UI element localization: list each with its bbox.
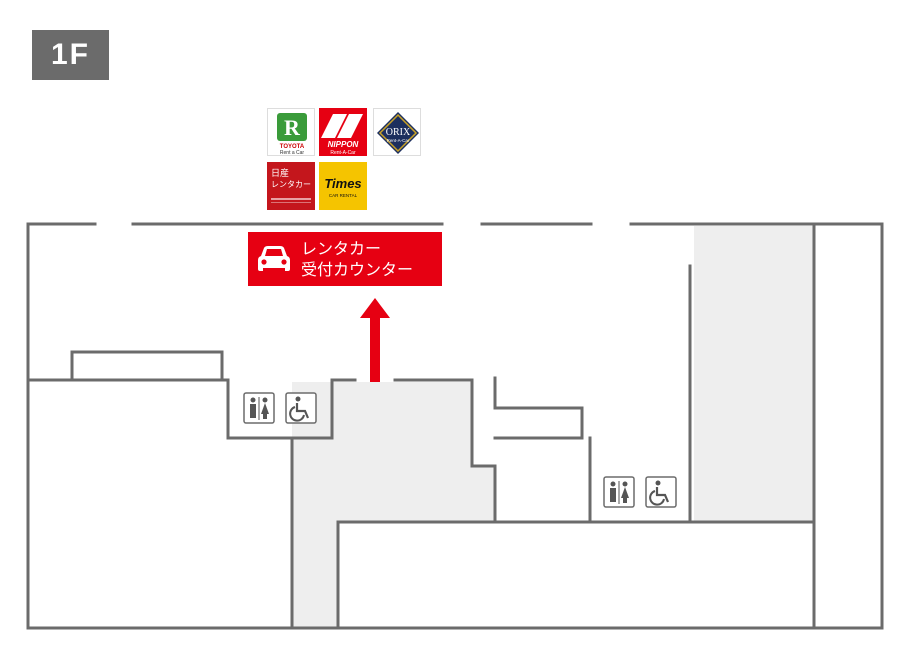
nissan-logo-line2: レンタカー bbox=[271, 180, 311, 189]
floor-badge: 1F bbox=[32, 30, 109, 80]
toyota-logo-line2: Rent a Car bbox=[280, 150, 305, 156]
times-logo-line2: CAR RENTAL bbox=[329, 193, 358, 198]
counter-sign-line1: レンタカー bbox=[301, 239, 382, 258]
car-icon bbox=[258, 246, 290, 271]
nippon-rent-a-car-logo: NIPPON Rent-A-Car bbox=[319, 108, 367, 156]
wall-shop-mid bbox=[493, 376, 584, 440]
wall-shop-small bbox=[70, 350, 224, 382]
times-car-rental-logo: Times CAR RENTAL bbox=[319, 162, 367, 210]
svg-text:R: R bbox=[284, 115, 301, 140]
wall-interior-center bbox=[393, 378, 497, 524]
wall-restroom-left-box bbox=[226, 378, 357, 440]
rental-car-counter-sign: レンタカー 受付カウンター bbox=[248, 232, 442, 286]
restroom-icon bbox=[243, 392, 275, 424]
nippon-logo-line2: Rent-A-Car bbox=[330, 150, 356, 156]
nissan-rent-a-car-logo: 日産 レンタカー bbox=[267, 162, 315, 210]
direction-arrow-icon bbox=[360, 298, 390, 382]
nissan-logo-line1: 日産 bbox=[271, 167, 289, 179]
toyota-logo-line1: TOYOTA bbox=[280, 144, 305, 150]
shaded-corridor-right bbox=[694, 226, 814, 522]
wall-center-lower bbox=[336, 520, 816, 630]
restroom-icon bbox=[603, 476, 635, 508]
orix-logo-line1: ORIX bbox=[386, 127, 411, 138]
orix-logo-line2: Rent-A-Car bbox=[387, 138, 410, 143]
accessible-restroom-icon bbox=[645, 476, 677, 508]
counter-sign-line2: 受付カウンター bbox=[301, 260, 414, 279]
times-logo-line1: Times bbox=[324, 176, 361, 191]
toyota-rent-a-car-logo: R TOYOTA Rent a Car bbox=[267, 108, 315, 156]
orix-rent-a-car-logo: ORIX Rent-A-Car bbox=[373, 108, 421, 156]
accessible-restroom-icon bbox=[285, 392, 317, 424]
shaded-corridor-center bbox=[292, 382, 495, 628]
nippon-logo-line1: NIPPON bbox=[328, 140, 359, 149]
